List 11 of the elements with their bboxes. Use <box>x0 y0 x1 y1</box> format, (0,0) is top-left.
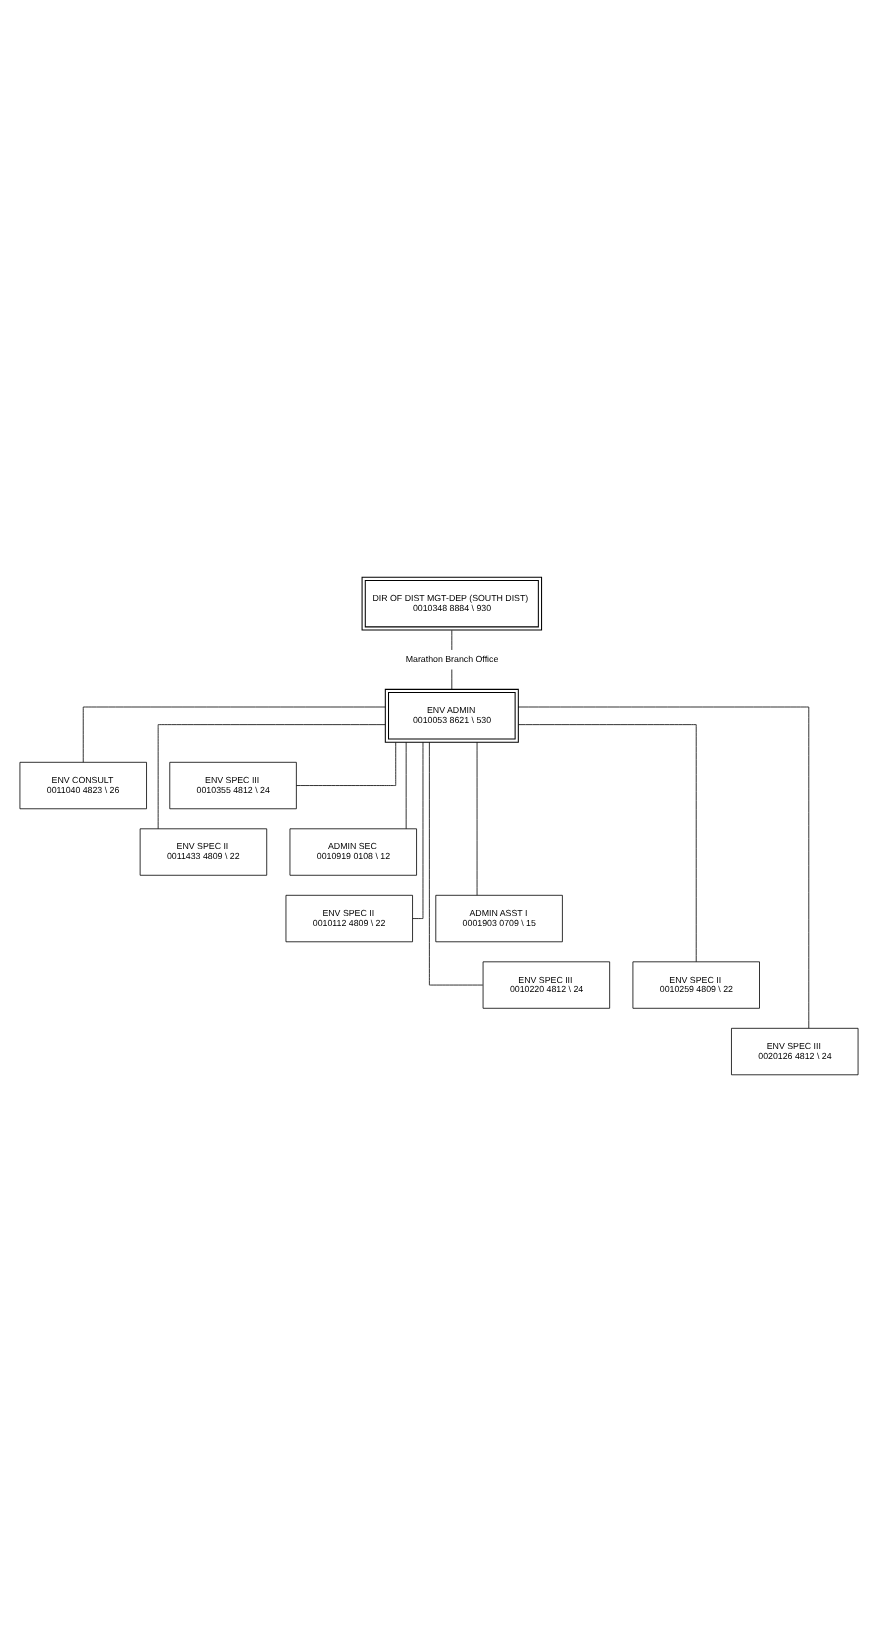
connector <box>518 723 697 962</box>
connector <box>429 741 484 985</box>
connector <box>451 629 453 650</box>
connector <box>296 741 397 785</box>
connector <box>157 723 386 829</box>
connector <box>517 705 810 1028</box>
connector <box>405 741 407 829</box>
connector <box>82 705 386 762</box>
connector <box>451 668 453 689</box>
connector <box>412 740 424 918</box>
connector <box>476 740 478 895</box>
